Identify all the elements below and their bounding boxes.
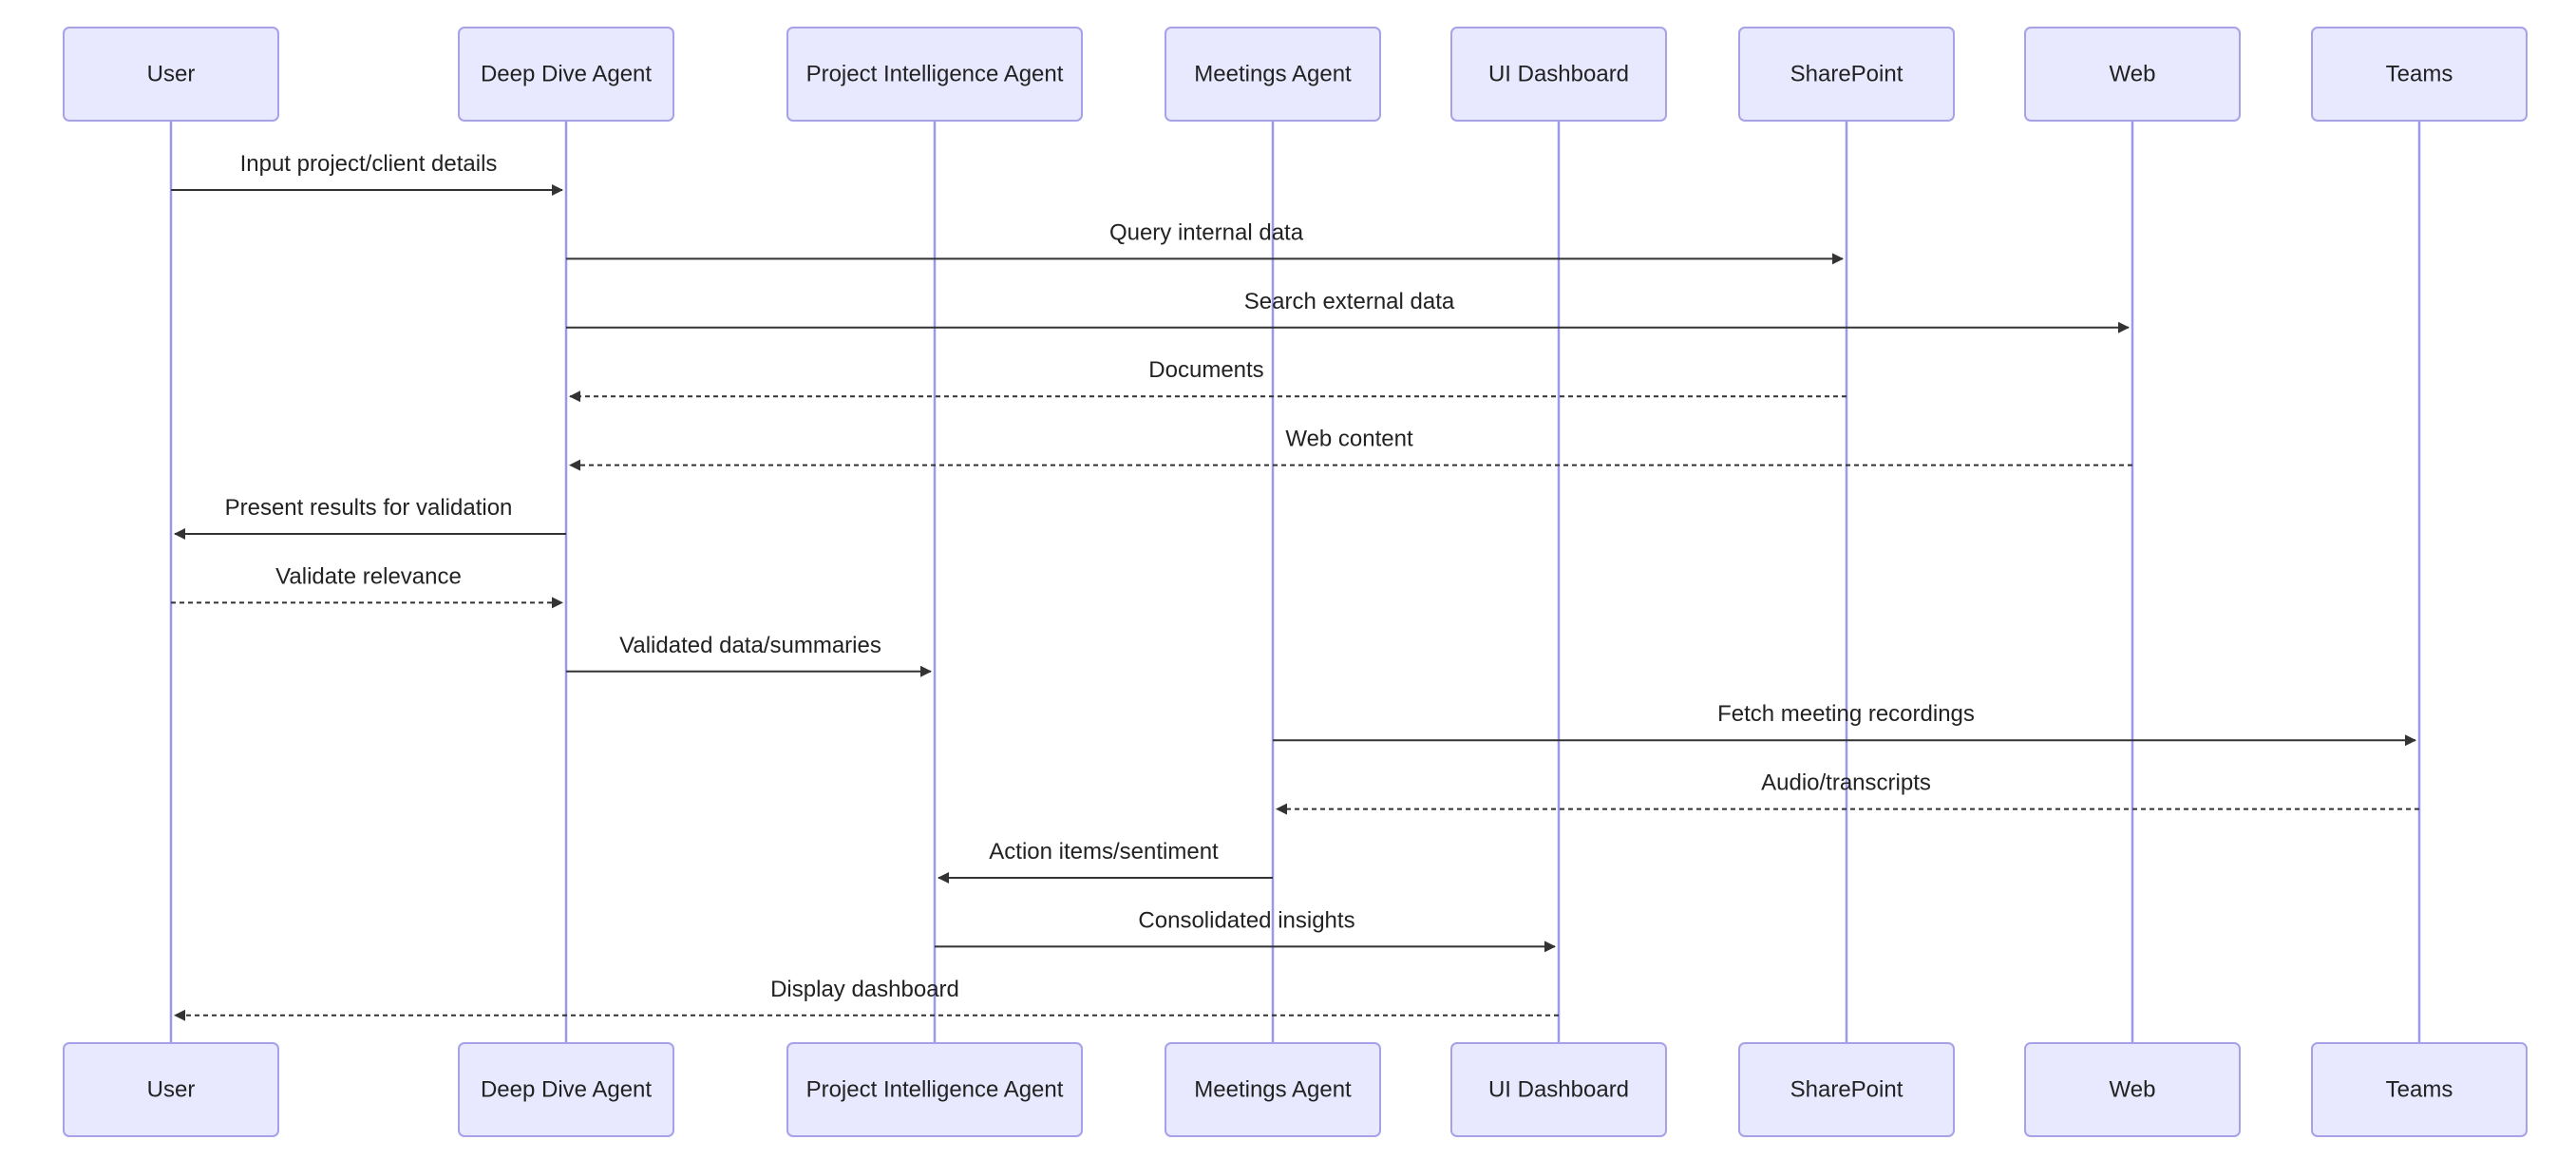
participant-ui-top: UI Dashboard [1450, 27, 1667, 122]
participant-user-top: User [63, 27, 279, 122]
participant-label: Meetings Agent [1194, 1077, 1352, 1103]
participant-teams-bottom: Teams [2311, 1042, 2528, 1137]
participant-web-top: Web [2024, 27, 2241, 122]
participant-label: Teams [2386, 62, 2453, 87]
participant-box [1738, 1042, 1955, 1137]
message-label: Action items/sentiment [989, 839, 1219, 864]
participant-box [2311, 27, 2528, 122]
message-label: Validate relevance [275, 563, 462, 589]
message-8: Validated data/summaries [566, 633, 932, 677]
message-12: Consolidated insights [935, 907, 1556, 953]
participant-label: Meetings Agent [1194, 62, 1352, 87]
participant-label: User [147, 62, 196, 87]
message-label: Input project/client details [240, 151, 498, 177]
message-label: Web content [1285, 427, 1413, 452]
participant-meet-bottom: Meetings Agent [1165, 1042, 1381, 1137]
participant-box [63, 27, 279, 122]
participant-meet-top: Meetings Agent [1165, 27, 1381, 122]
message-4: Documents [569, 357, 1847, 403]
participant-label: Project Intelligence Agent [806, 1077, 1064, 1103]
message-5: Web content [569, 427, 2132, 471]
message-label: Search external data [1244, 289, 1455, 314]
message-label: Query internal data [1109, 219, 1304, 245]
participant-label: UI Dashboard [1488, 62, 1629, 87]
participant-box [1450, 1042, 1667, 1137]
message-3: Search external data [566, 289, 2130, 333]
participant-label: Web [2110, 1077, 2156, 1103]
participant-label: Web [2110, 62, 2156, 87]
message-label: Present results for validation [225, 495, 513, 521]
participant-label: SharePoint [1790, 1077, 1904, 1103]
message-13: Display dashboard [174, 977, 1559, 1021]
participant-label: Deep Dive Agent [481, 1077, 652, 1103]
participant-box [1165, 27, 1381, 122]
message-10: Audio/transcripts [1276, 770, 2419, 815]
message-label: Validated data/summaries [619, 633, 881, 658]
participant-pia-top: Project Intelligence Agent [786, 27, 1083, 122]
participant-box [2024, 1042, 2241, 1137]
message-2: Query internal data [566, 219, 1844, 265]
message-label: Documents [1148, 357, 1263, 383]
participant-box [458, 27, 674, 122]
participant-pia-bottom: Project Intelligence Agent [786, 1042, 1083, 1137]
participant-box [63, 1042, 279, 1137]
participant-box [1165, 1042, 1381, 1137]
message-label: Audio/transcripts [1761, 770, 1931, 796]
lifelines [169, 121, 2421, 1043]
participant-label: Project Intelligence Agent [806, 62, 1064, 87]
participant-deep-top: Deep Dive Agent [458, 27, 674, 122]
participant-ui-bottom: UI Dashboard [1450, 1042, 1667, 1137]
participant-sp-top: SharePoint [1738, 27, 1955, 122]
participant-label: Teams [2386, 1077, 2453, 1103]
participant-label: UI Dashboard [1488, 1077, 1629, 1103]
participant-box [786, 27, 1083, 122]
message-label: Fetch meeting recordings [1717, 701, 1975, 727]
participant-teams-top: Teams [2311, 27, 2528, 122]
participant-label: Deep Dive Agent [481, 62, 652, 87]
participant-box [1450, 27, 1667, 122]
participant-box [458, 1042, 674, 1137]
participant-label: SharePoint [1790, 62, 1904, 87]
participant-web-bottom: Web [2024, 1042, 2241, 1137]
message-label: Display dashboard [770, 977, 959, 1002]
participant-sp-bottom: SharePoint [1738, 1042, 1955, 1137]
participant-box [1738, 27, 1955, 122]
message-1: Input project/client details [171, 151, 563, 196]
participant-label: User [147, 1077, 196, 1103]
message-6: Present results for validation [174, 495, 566, 540]
message-7: Validate relevance [171, 563, 563, 609]
message-9: Fetch meeting recordings [1273, 701, 2416, 747]
participant-user-bottom: User [63, 1042, 279, 1137]
participant-deep-bottom: Deep Dive Agent [458, 1042, 674, 1137]
message-11: Action items/sentiment [938, 839, 1273, 884]
participant-box [2024, 27, 2241, 122]
participant-box [786, 1042, 1083, 1137]
participant-box [2311, 1042, 2528, 1137]
message-label: Consolidated insights [1138, 907, 1354, 933]
